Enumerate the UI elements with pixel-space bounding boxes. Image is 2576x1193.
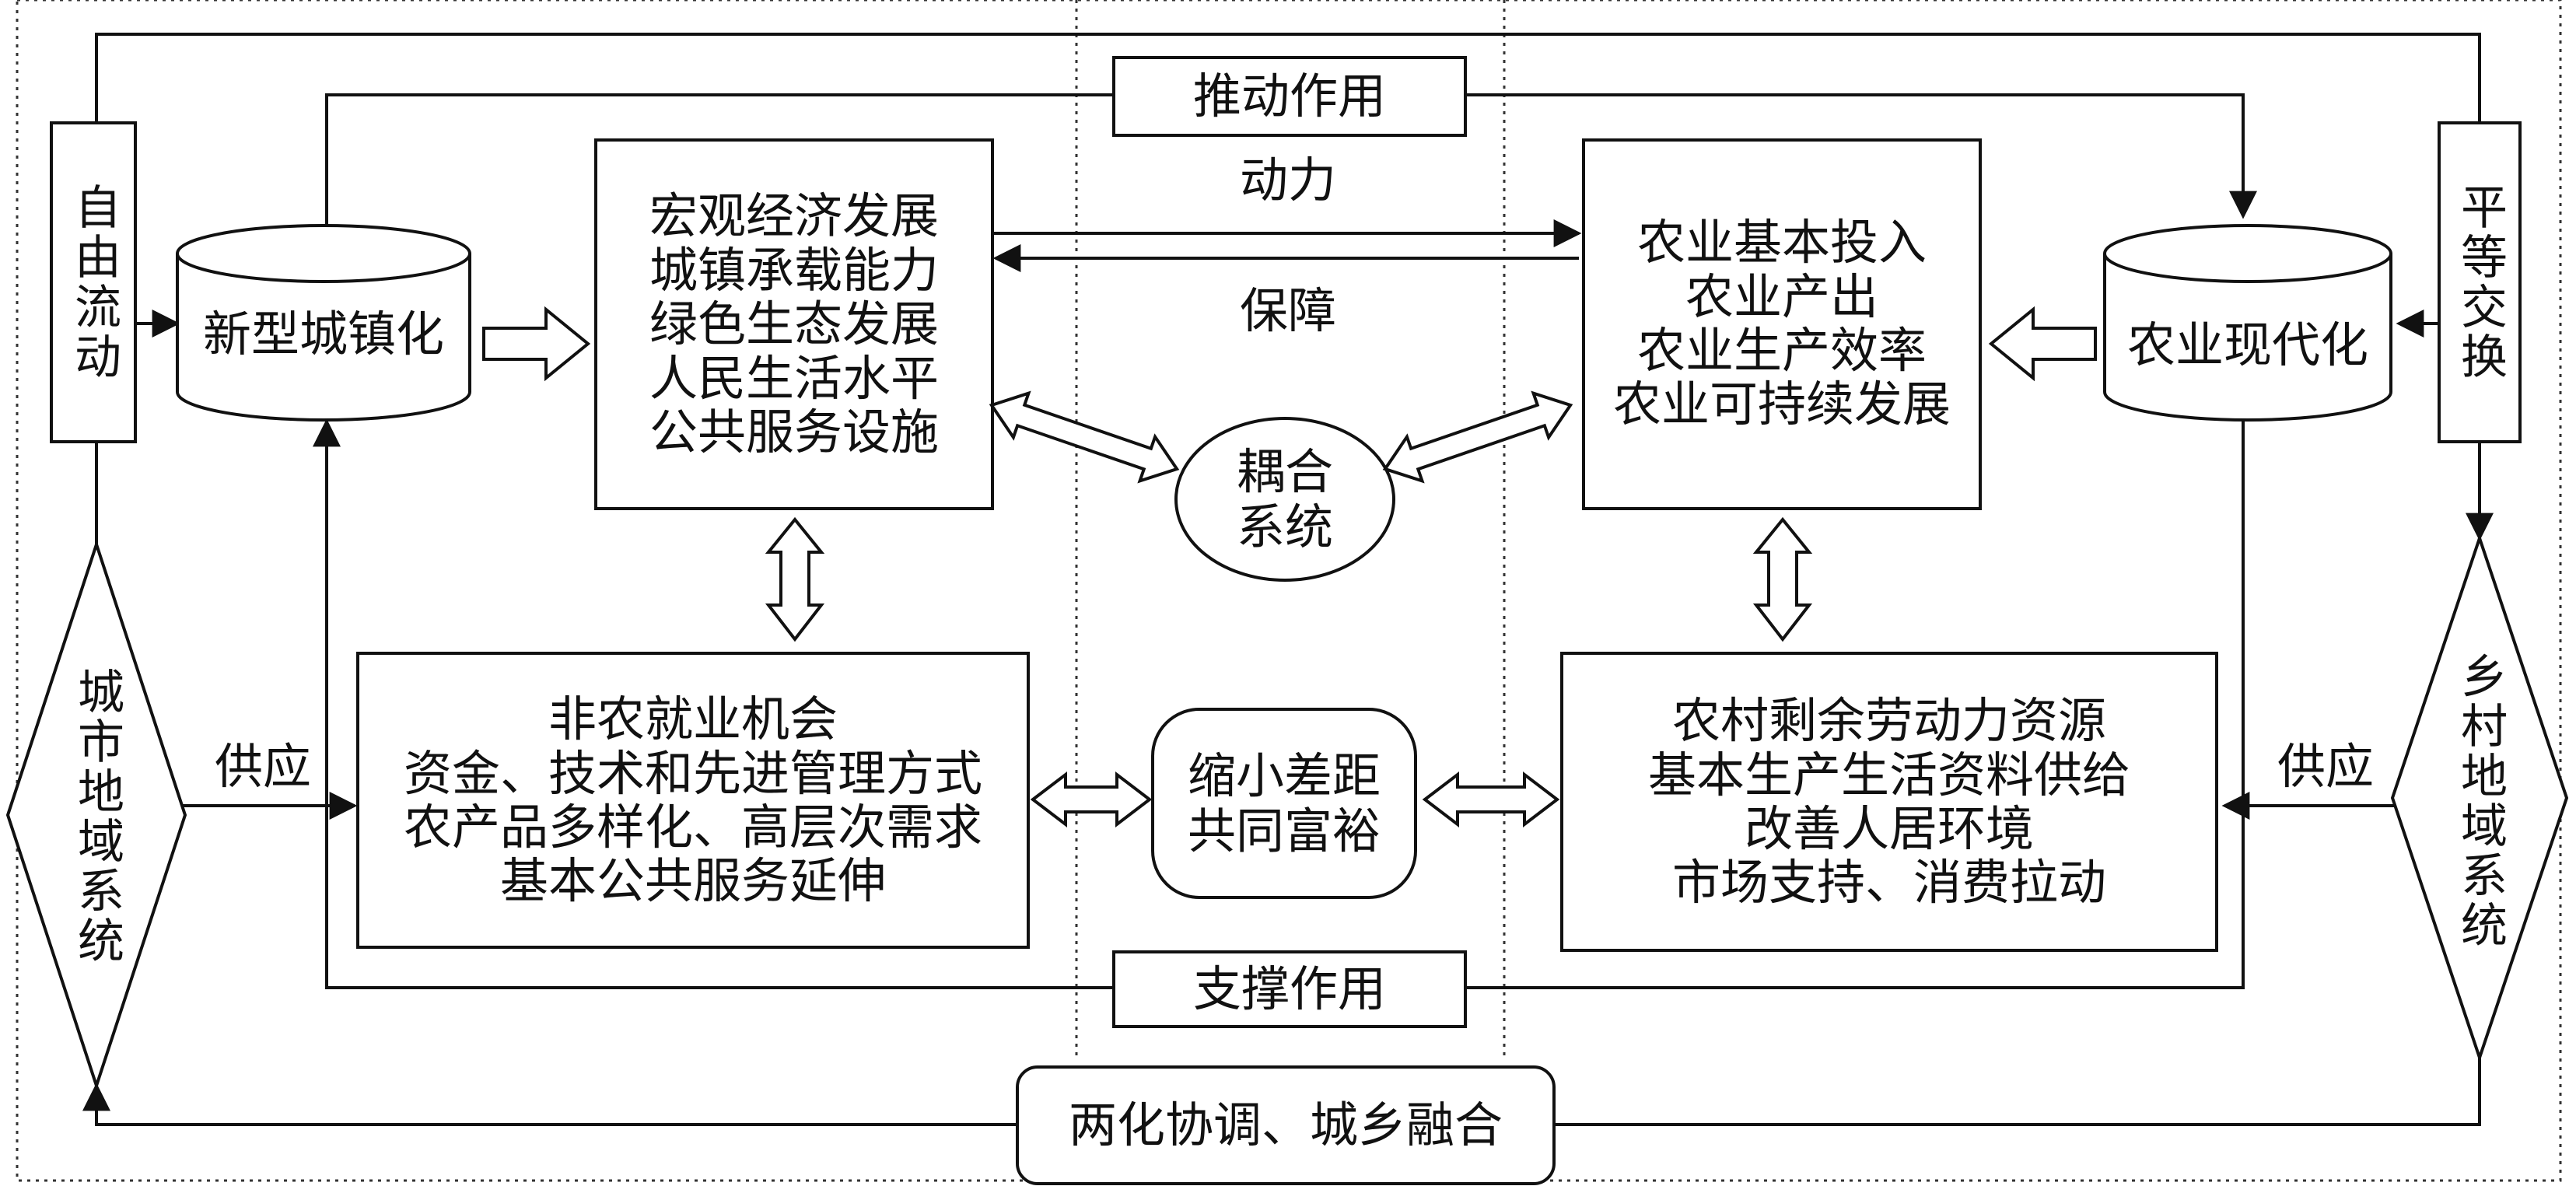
rural-supply-box xyxy=(1560,652,2218,952)
power-label: 动力 xyxy=(1239,152,1336,209)
equal-exchange-label: 平等交换 xyxy=(2452,183,2508,382)
rural-region-diamond xyxy=(2390,533,2569,1063)
coupling-system-label: 耦合 系统 xyxy=(1236,443,1333,555)
urban-region-label: 城市地域系统 xyxy=(69,667,124,966)
coupling-ellipse xyxy=(1174,417,1395,582)
urban-supply-box xyxy=(356,652,1030,949)
rural-supply-label: 农村剩余劳动力资源 基本生产生活资料供给 改善人居环境 市场支持、消费拉动 xyxy=(1647,692,2130,911)
urban-region-diamond xyxy=(5,539,187,1091)
supply-left-label: 供应 xyxy=(214,738,311,796)
agri-modernization-cylinder xyxy=(2103,254,2392,422)
narrow-gap-label: 缩小差距 共同富裕 xyxy=(1187,747,1381,859)
dotted-frames xyxy=(16,0,2562,1182)
shapes xyxy=(5,56,2569,1185)
rural-region-label: 乡村地域系统 xyxy=(2452,652,2508,950)
push-effect-label: 推动作用 xyxy=(1192,68,1386,125)
urban-factors-label: 宏观经济发展 城镇承载能力 绿色生态发展 人民生活水平 公共服务设施 xyxy=(649,187,939,461)
urban-supply-label: 非农就业机会 资金、技术和先进管理方式 农产品多样化、高层次需求 基本公共服务延… xyxy=(403,691,982,910)
agri-modernization-label: 农业现代化 xyxy=(2126,317,2368,374)
double-arrows xyxy=(765,390,1813,828)
free-flow-label: 自由流动 xyxy=(66,183,121,382)
new-urbanization-cylinder xyxy=(176,254,471,422)
integration-box xyxy=(1016,1065,1556,1185)
supply-right-label: 供应 xyxy=(2277,738,2374,796)
urban-factors-box xyxy=(594,138,994,510)
new-urbanization-label: 新型城镇化 xyxy=(202,306,444,363)
equal-exchange-box xyxy=(2438,121,2522,443)
support-effect-label: 支撑作用 xyxy=(1192,960,1386,1018)
free-flow-box xyxy=(50,121,137,443)
guarantee-label: 保障 xyxy=(1239,282,1336,340)
agri-factors-box xyxy=(1582,138,1982,510)
integration-label: 两化协调、城乡融合 xyxy=(1068,1097,1503,1154)
support-effect-box xyxy=(1112,950,1467,1028)
narrow-gap-box xyxy=(1151,708,1417,899)
hollow-arrows xyxy=(482,306,2097,382)
push-effect-box xyxy=(1112,56,1467,137)
agri-factors-label: 农业基本投入 农业产出 农业生产效率 农业可持续发展 xyxy=(1612,214,1951,433)
